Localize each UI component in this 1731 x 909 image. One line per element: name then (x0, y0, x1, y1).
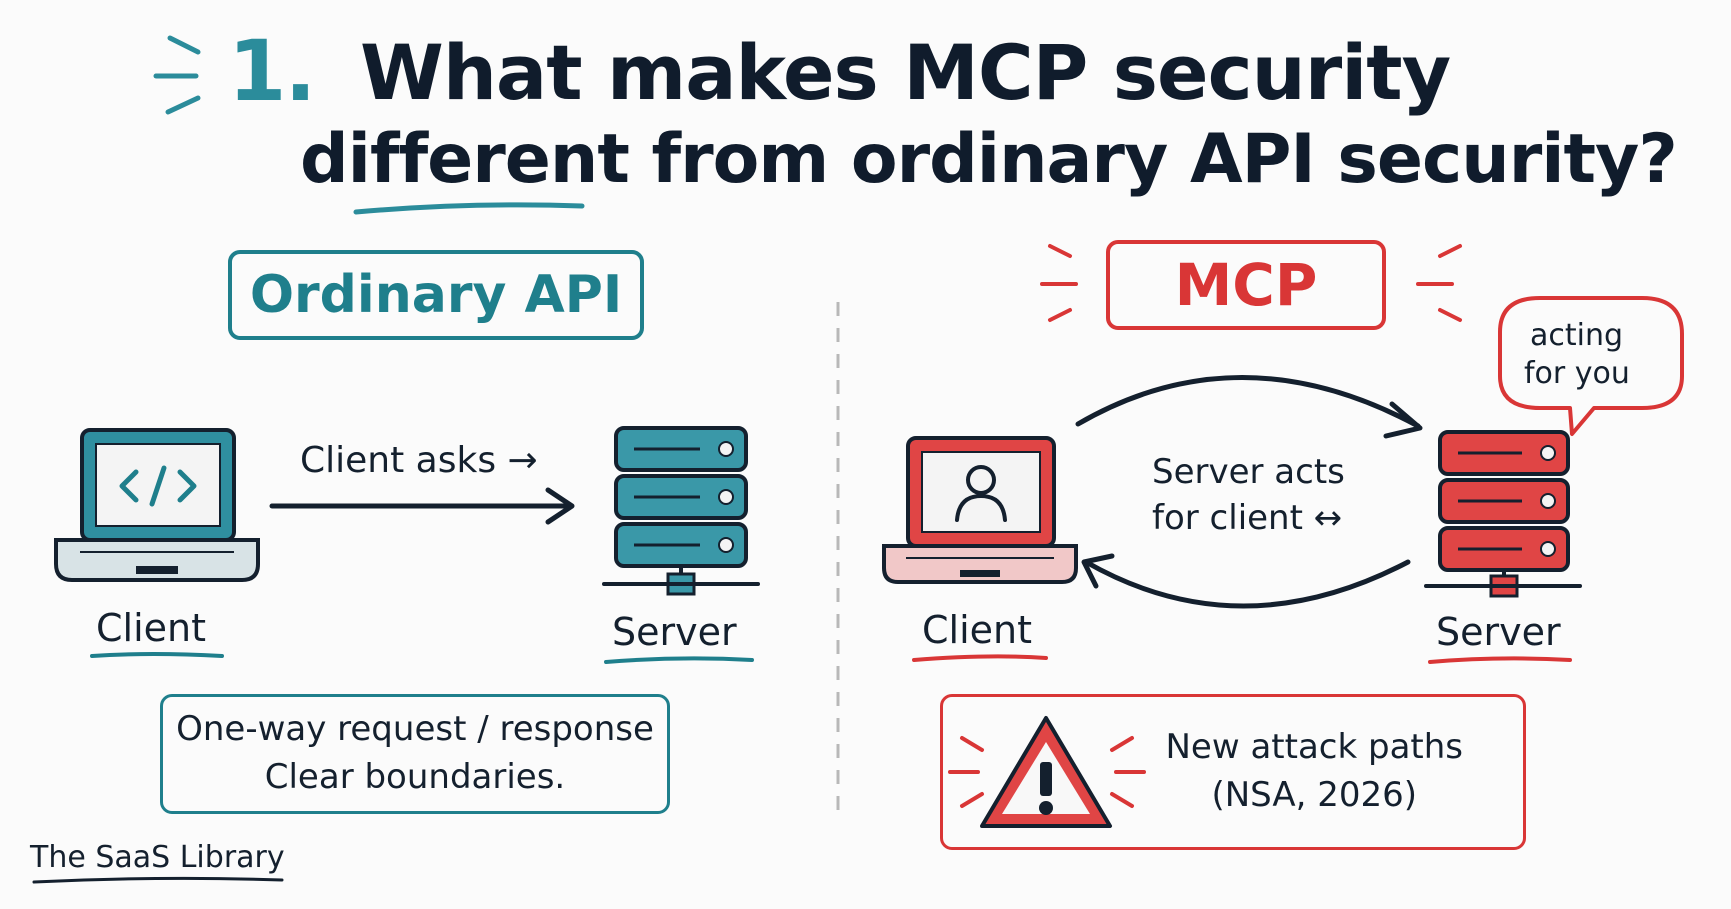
warning-line2: (NSA, 2026) (1211, 775, 1418, 815)
client-underline (90, 652, 224, 658)
left-arrow-label: Client asks → (300, 440, 538, 481)
speech-line2: for you (1524, 356, 1630, 391)
warning-line1: New attack paths (1165, 727, 1464, 768)
response-arrow (1083, 559, 1411, 609)
warning-icon (980, 716, 1112, 828)
left-server-label: Server (612, 610, 737, 654)
warning-sparkle-icon (948, 736, 1146, 808)
right-arrow-label-line1: Server acts (1152, 452, 1345, 492)
server-icon (1424, 430, 1582, 598)
request-arrow (1075, 375, 1421, 429)
code-icon (119, 465, 197, 507)
left-summary-line1: One-way request / response (176, 709, 654, 750)
page-subtitle: different from ordinary API security? (300, 120, 1678, 199)
laptop-icon (54, 428, 260, 582)
right-warning-box: New attack paths (NSA, 2026) (940, 694, 1526, 850)
laptop-icon (882, 436, 1078, 584)
left-summary-box: One-way request / response Clear boundar… (160, 694, 670, 814)
right-server-label: Server (1436, 610, 1561, 654)
title-underline (353, 202, 585, 215)
user-icon (955, 465, 1007, 522)
right-arrow-label-line2: for client ↔ (1152, 498, 1343, 538)
left-summary-line2: Clear boundaries. (264, 757, 566, 797)
title-number: 1. (228, 22, 316, 120)
brand-underline (32, 876, 284, 884)
title-sparkle-icon (153, 35, 201, 115)
left-client-label: Client (96, 606, 207, 650)
speech-line1: acting (1530, 318, 1624, 353)
server-icon (602, 426, 760, 596)
server-underline (604, 656, 754, 664)
brand-label: The SaaS Library (30, 840, 285, 875)
client-underline (912, 654, 1048, 662)
speech-bubble (1498, 296, 1684, 436)
mcp-sparkle-icon (1040, 244, 1462, 322)
server-underline (1428, 656, 1572, 664)
page-title: What makes MCP security (360, 28, 1451, 117)
ordinary-api-badge: Ordinary API (228, 250, 644, 340)
mcp-badge: MCP (1106, 240, 1386, 330)
right-client-label: Client (922, 608, 1033, 652)
